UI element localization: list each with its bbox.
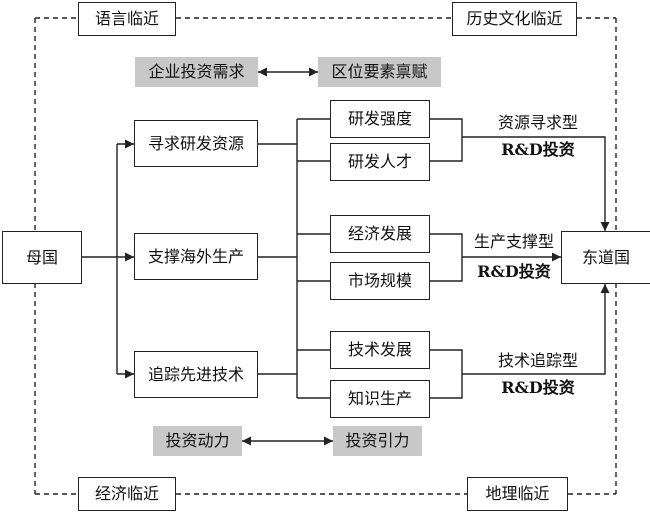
- box-factor-technology-development: 技术发展: [330, 331, 430, 369]
- label-enterprise-investment-demand: 企业投资需求: [135, 57, 258, 87]
- label-location-factor-endowment: 区位要素禀赋: [318, 57, 441, 87]
- box-geographic-proximity: 地理临近: [467, 477, 568, 511]
- box-motive-seek-rd-resources: 寻求研发资源: [134, 120, 258, 167]
- box-language-proximity: 语言临近: [78, 2, 176, 36]
- box-history-culture-proximity: 历史文化临近: [452, 2, 577, 36]
- label-investment-attraction: 投资引力: [333, 426, 422, 456]
- box-home-country: 母国: [2, 231, 82, 284]
- box-factor-knowledge-production: 知识生产: [330, 380, 430, 418]
- type-technology-tracking-sub: R&D投资: [501, 378, 575, 397]
- dashed-frame: [34, 17, 617, 495]
- box-motive-track-advanced-technology: 追踪先进技术: [134, 351, 258, 398]
- box-factor-rd-intensity: 研发强度: [330, 100, 430, 138]
- box-factor-rd-talent: 研发人才: [330, 143, 430, 181]
- box-host-country: 东道国: [561, 231, 650, 284]
- type-technology-tracking-name: 技术追踪型: [497, 351, 578, 370]
- label-investment-driving-force: 投资动力: [153, 426, 242, 456]
- type-resource-seeking-sub: R&D投资: [501, 140, 575, 159]
- type-production-support-name: 生产支撑型: [473, 232, 554, 251]
- type-production-support-sub: R&D投资: [477, 262, 551, 281]
- box-motive-support-overseas-production: 支撑海外生产: [134, 233, 258, 280]
- box-factor-market-size: 市场规模: [330, 262, 430, 300]
- type-resource-seeking-name: 资源寻求型: [497, 113, 578, 132]
- box-factor-economic-development: 经济发展: [330, 215, 430, 253]
- box-economic-proximity: 经济临近: [78, 477, 176, 511]
